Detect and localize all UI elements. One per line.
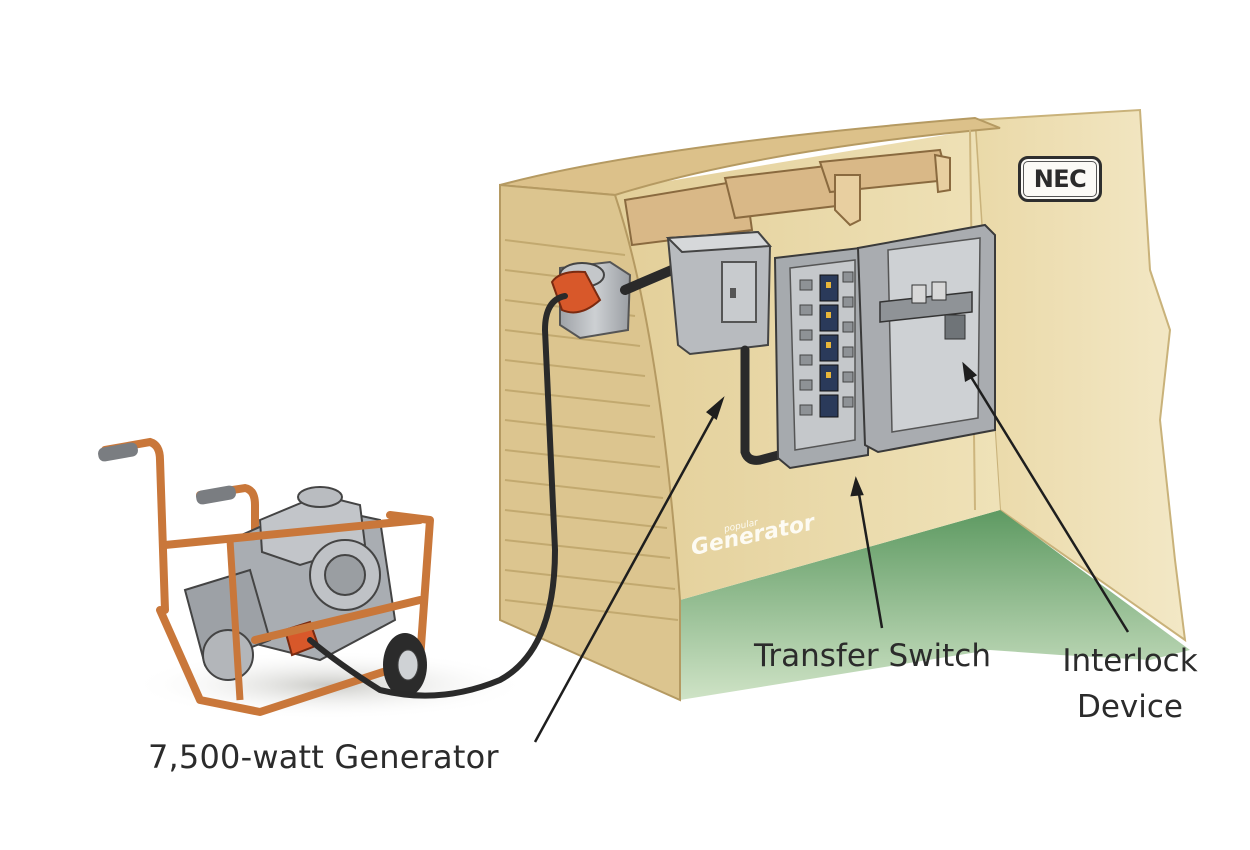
transfer-switch-icon (773, 246, 874, 470)
generator-label: 7,500-watt Generator (148, 738, 499, 776)
leader-arrows (533, 361, 1130, 743)
interlock-panel-icon (856, 223, 996, 454)
transfer-switch-label: Transfer Switch (754, 638, 991, 674)
interlock-label-line1: Interlock (1062, 643, 1198, 679)
inlet-box-icon (550, 260, 632, 340)
interlock-label-line2: Device (1076, 689, 1184, 725)
interlock-device-label: Interlock Device (1040, 638, 1220, 730)
junction-box (665, 230, 773, 356)
nec-badge-text: NEC (1033, 165, 1087, 193)
generator-cable (307, 293, 568, 699)
generator-illustration (98, 437, 434, 716)
nec-badge: NEC (1018, 156, 1102, 202)
